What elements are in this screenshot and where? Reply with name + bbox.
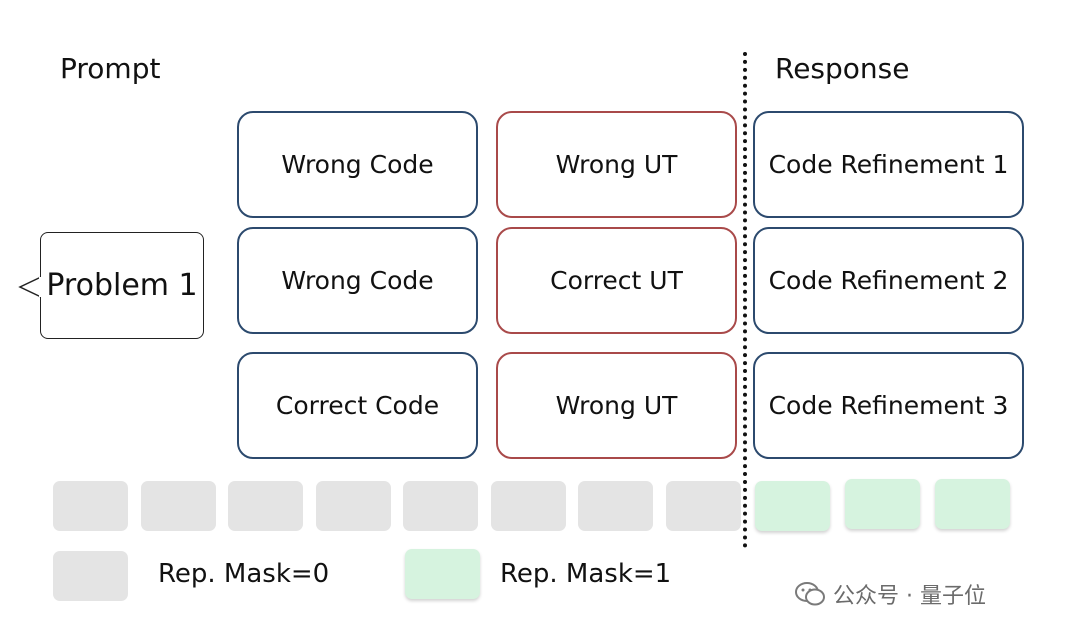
problem-box: Problem 1 <box>40 232 204 339</box>
wechat-icon <box>795 582 825 606</box>
code-label-2: Wrong Code <box>281 266 434 295</box>
ut-box-2: Correct UT <box>496 227 737 334</box>
problem-pointer-icon <box>18 276 42 298</box>
mask-token-response <box>845 479 920 529</box>
mask-token-response <box>935 479 1010 529</box>
legend-label-mask0: Rep. Mask=0 <box>158 559 330 589</box>
refinement-label-3: Code Refinement 3 <box>768 391 1009 420</box>
problem-label: Problem 1 <box>46 268 198 303</box>
refinement-box-2: Code Refinement 2 <box>753 227 1024 334</box>
response-header: Response <box>775 52 910 85</box>
legend-label-mask1: Rep. Mask=1 <box>500 559 672 589</box>
mask-token-prompt <box>228 481 303 531</box>
code-label-3: Correct Code <box>275 391 440 420</box>
legend-swatch-mask1 <box>405 549 480 599</box>
mask-token-prompt <box>141 481 216 531</box>
ut-box-1: Wrong UT <box>496 111 737 218</box>
bubble-joint <box>39 277 43 297</box>
mask-token-prompt <box>403 481 478 531</box>
code-box-1: Wrong Code <box>237 111 478 218</box>
mask-token-prompt <box>578 481 653 531</box>
refinement-label-1: Code Refinement 1 <box>768 150 1009 179</box>
ut-label-3: Wrong UT <box>555 391 678 420</box>
prompt-header: Prompt <box>60 52 161 85</box>
mask-token-prompt <box>53 481 128 531</box>
mask-token-prompt <box>666 481 741 531</box>
ut-label-1: Wrong UT <box>555 150 678 179</box>
mask-token-prompt <box>316 481 391 531</box>
watermark: 公众号 · 量子位 <box>795 578 986 610</box>
code-box-2: Wrong Code <box>237 227 478 334</box>
legend-swatch-mask0 <box>53 551 128 601</box>
refinement-label-2: Code Refinement 2 <box>768 266 1009 295</box>
mask-token-prompt <box>491 481 566 531</box>
refinement-box-1: Code Refinement 1 <box>753 111 1024 218</box>
ut-label-2: Correct UT <box>550 266 683 295</box>
watermark-text: 公众号 · 量子位 <box>833 584 986 609</box>
mask-token-response <box>755 481 830 531</box>
ut-box-3: Wrong UT <box>496 352 737 459</box>
prompt-response-divider <box>743 52 747 548</box>
refinement-box-3: Code Refinement 3 <box>753 352 1024 459</box>
code-label-1: Wrong Code <box>281 150 434 179</box>
code-box-3: Correct Code <box>237 352 478 459</box>
